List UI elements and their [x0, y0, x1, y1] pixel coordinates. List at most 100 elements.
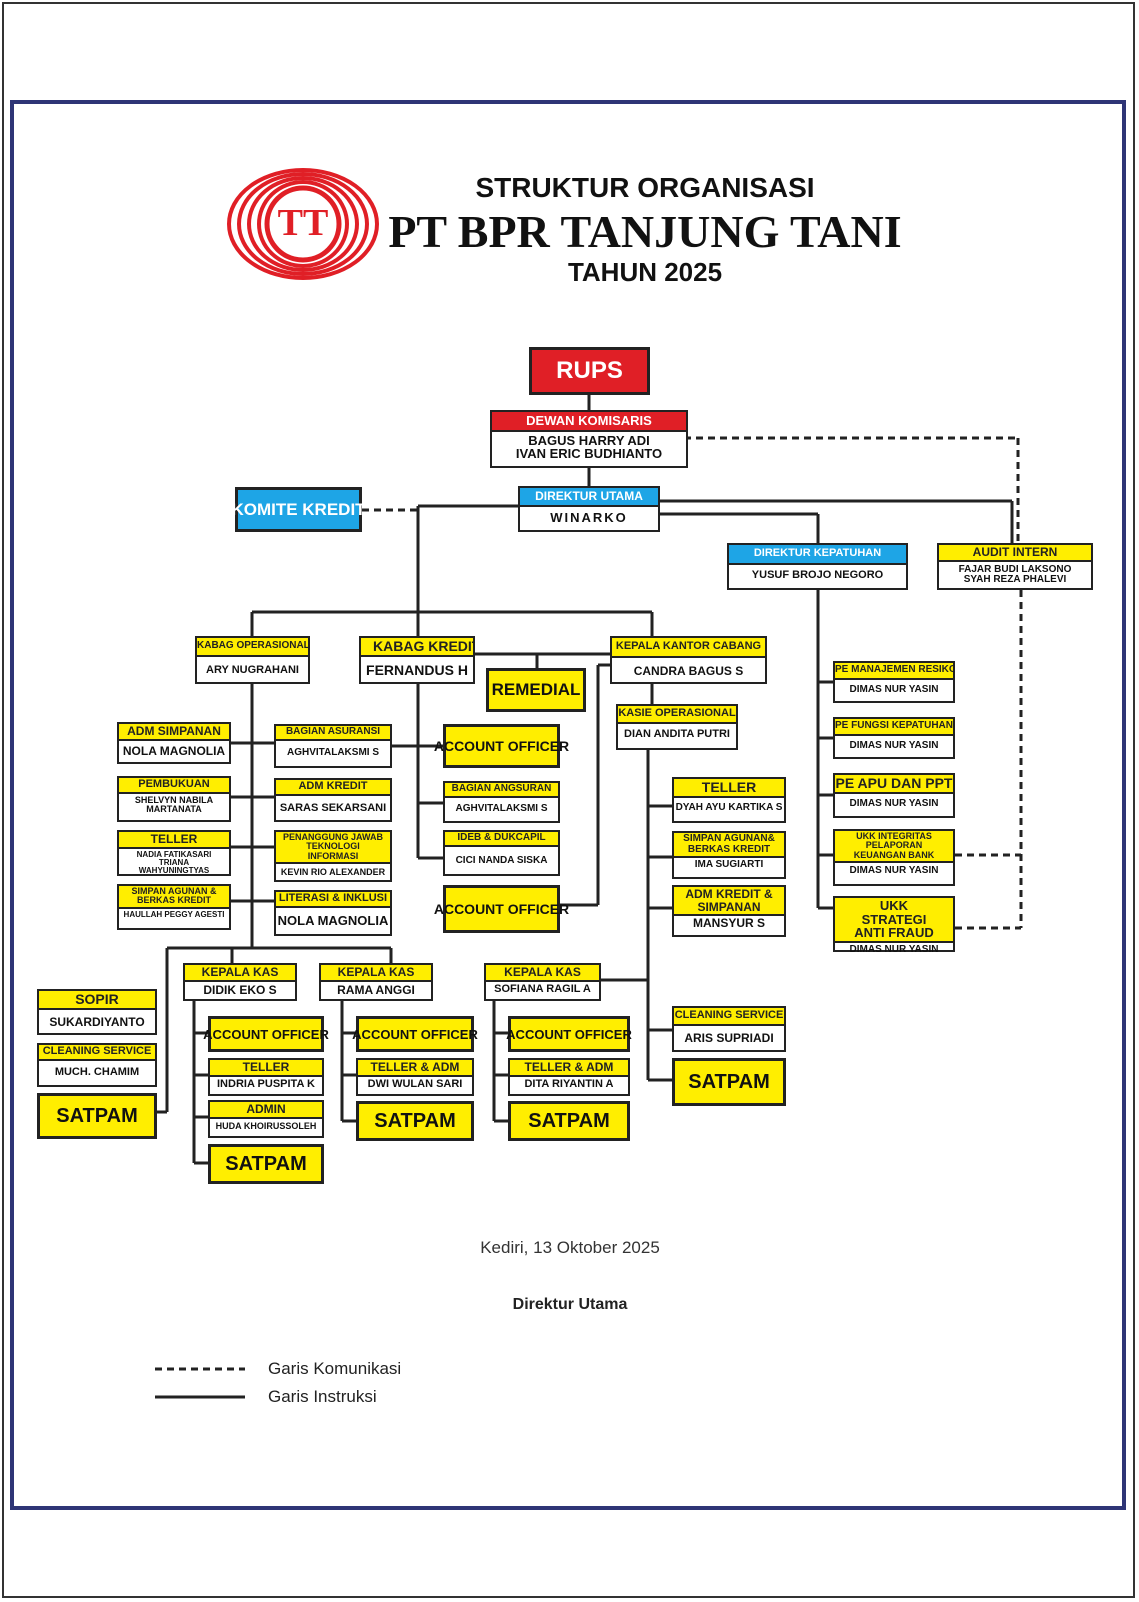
- komite-kredit-box: KOMITE KREDIT: [231, 487, 366, 532]
- literasi-inklusi-title: LITERASI & INKLUSI: [276, 892, 390, 908]
- satpam-left: SATPAM: [37, 1093, 157, 1139]
- kas-2-teller-name: DWI WULAN SARI: [367, 1078, 463, 1090]
- komisaris-name-2: IVAN ERIC BUDHIANTO: [515, 447, 663, 461]
- pembukuan-box: PEMBUKUAN SHELVYN NABILA MARTANATA: [117, 776, 231, 822]
- year-label: TAHUN 2025: [567, 257, 723, 287]
- adm-kredit-simpanan-box: ADM KREDIT & SIMPANAN MANSYUR S: [672, 885, 786, 937]
- sopir-title: SOPIR: [39, 991, 155, 1010]
- pj-teknologi-name: KEVIN RIO ALEXANDER: [280, 868, 386, 878]
- account-officer-kredit-2: ACCOUNT OFFICER: [434, 885, 569, 933]
- sopir-name: SUKARDIYANTO: [49, 1015, 145, 1029]
- simpan-agunan-ops-title: SIMPAN AGUNAN & BERKAS KREDIT: [119, 886, 229, 909]
- cleaning-cabang-name: ARIS SUPRIADI: [684, 1031, 774, 1045]
- kepala-kas-2-box: KEPALA KAS RAMA ANGGI: [319, 963, 433, 1001]
- simpan-agunan-cabang-box: SIMPAN AGUNAN& BERKAS KREDIT IMA SUGIART…: [672, 831, 786, 879]
- account-officer-kredit: ACCOUNT OFFICER: [434, 724, 569, 768]
- kabag-operasional-box: KABAG OPERASIONAL ARY NUGRAHANI: [195, 636, 310, 684]
- adm-kredit-ops-name: SARAS SEKARSANI: [279, 802, 387, 814]
- kas-2-teller-title: TELLER & ADM: [358, 1060, 472, 1077]
- kas-3-account-officer: ACCOUNT OFFICER: [506, 1016, 632, 1052]
- kas-3-teller-box: TELLER & ADM DITA RIYANTIN A: [508, 1058, 630, 1096]
- kas-1-teller-box: TELLER INDRIA PUSPITA K: [208, 1058, 324, 1096]
- kas-1-account-officer: ACCOUNT OFFICER: [203, 1016, 329, 1052]
- kabag-operasional-title: KABAG OPERASIONAL: [197, 638, 308, 657]
- kas-1-teller-title: TELLER: [210, 1060, 322, 1077]
- kepala-kas-3-box: KEPALA KAS SOFIANA RAGIL A: [484, 963, 601, 1001]
- bagian-asuransi-title: BAGIAN ASURANSI: [276, 726, 390, 741]
- komisaris-name-1: BAGUS HARRY ADI: [528, 433, 650, 448]
- bagian-asuransi-box: BAGIAN ASURANSI AGHVITALAKSMI S: [274, 724, 392, 768]
- pe-fungsi-kepatuhan-name: DIMAS NUR YASIN: [849, 740, 939, 751]
- ukk-anti-fraud-name: DIMAS NUR YASIN: [849, 944, 939, 955]
- kepala-kas-3-title: KEPALA KAS: [486, 965, 599, 982]
- bagian-angsuran-title: BAGIAN ANGSURAN: [445, 783, 558, 798]
- kabag-kredit-box: KABAG KREDIT FERNANDUS H: [359, 636, 475, 684]
- kas-3-teller-title: TELLER & ADM: [510, 1060, 628, 1077]
- pj-teknologi-box: PENANGGUNG JAWAB TEKNOLOGI INFORMASI KEV…: [274, 830, 392, 882]
- place-date: Kediri, 13 Oktober 2025: [480, 1238, 660, 1257]
- teller-ops-box: TELLER NADIA FATIKASARI TRIANA WAHYUNING…: [117, 830, 231, 876]
- legend-solid-label: Garis Instruksi: [268, 1387, 377, 1406]
- audit-intern-box: AUDIT INTERN FAJAR BUDI LAKSONO SYAH REZ…: [937, 543, 1093, 590]
- ukk-integritas-box: UKK INTEGRITAS PELAPORAN KEUANGAN BANK D…: [833, 829, 955, 886]
- adm-kredit-simpanan-title: ADM KREDIT & SIMPANAN: [674, 887, 784, 917]
- audit-intern-name-2: SYAH REZA PHALEVI: [963, 575, 1067, 586]
- bagian-asuransi-name: AGHVITALAKSMI S: [286, 747, 380, 758]
- simpan-agunan-cabang-name: IMA SUGIARTI: [694, 860, 764, 870]
- kas-3-teller-name: DITA RIYANTIN A: [524, 1078, 614, 1090]
- adm-kredit-ops-title: ADM KREDIT: [276, 780, 390, 796]
- satpam-cabang: SATPAM: [672, 1058, 786, 1106]
- adm-kredit-simpanan-name: MANSYUR S: [692, 917, 765, 930]
- simpan-agunan-ops-name: HAULLAH PEGGY AGESTI: [123, 910, 225, 919]
- kasie-operasional-box: KASIE OPERASIONAL DIAN ANDITA PUTRI: [616, 704, 738, 750]
- remedial-box: REMEDIAL: [486, 668, 586, 712]
- dewan-komisaris-title: DEWAN KOMISARIS: [492, 412, 686, 432]
- ideb-dukcapil-title: IDEB & DUKCAPIL: [445, 832, 558, 847]
- kepala-kas-3-name: SOFIANA RAGIL A: [494, 983, 591, 995]
- pembukuan-name: SHELVYN NABILA MARTANATA: [134, 795, 214, 814]
- kabag-kredit-name: FERNANDUS H: [366, 662, 468, 678]
- teller-cabang-name: DYAH AYU KARTIKA S: [675, 802, 783, 813]
- direktur-kepatuhan-name: YUSUF BROJO NEGORO: [751, 569, 884, 581]
- pe-fungsi-kepatuhan-box: PE FUNGSI KEPATUHAN DIMAS NUR YASIN: [833, 717, 955, 759]
- kas-1-admin-name: HUDA KHOIRUSSOLEH: [215, 1121, 317, 1131]
- company-title: PT BPR TANJUNG TANI: [388, 206, 902, 257]
- kabag-kredit-title: KABAG KREDIT: [361, 638, 473, 657]
- adm-kredit-ops-box: ADM KREDIT SARAS SEKARSANI: [274, 778, 392, 822]
- kas-2-teller-box: TELLER & ADM DWI WULAN SARI: [356, 1058, 474, 1096]
- pe-manajemen-resiko-name: DIMAS NUR YASIN: [849, 684, 939, 695]
- teller-ops-name: NADIA FATIKASARI TRIANA WAHYUNINGTYAS: [136, 850, 212, 876]
- adm-simpanan-box: ADM SIMPANAN NOLA MAGNOLIA: [117, 722, 231, 764]
- ideb-dukcapil-name: CICI NANDA SISKA: [455, 855, 548, 866]
- ukk-integritas-name: DIMAS NUR YASIN: [849, 866, 939, 877]
- literasi-inklusi-box: LITERASI & INKLUSI NOLA MAGNOLIA: [274, 890, 392, 936]
- pe-apu-ppt-name: DIMAS NUR YASIN: [849, 798, 939, 809]
- company-logo: TT: [227, 168, 379, 280]
- teller-cabang-title: TELLER: [674, 779, 784, 798]
- simpan-agunan-ops-box: SIMPAN AGUNAN & BERKAS KREDIT HAULLAH PE…: [117, 884, 231, 930]
- kepala-kas-1-box: KEPALA KAS DIDIK EKO S: [183, 963, 297, 1001]
- kas-2-satpam: SATPAM: [356, 1101, 474, 1141]
- kas-1-teller-name: INDRIA PUSPITA K: [217, 1078, 315, 1090]
- cleaning-left-name: MUCH. CHAMIM: [54, 1066, 140, 1078]
- bagian-angsuran-box: BAGIAN ANGSURAN AGHVITALAKSMI S: [443, 781, 560, 823]
- kepala-kas-2-name: RAMA ANGGI: [337, 983, 415, 997]
- pe-manajemen-resiko-title: PE MANAJEMEN RESIKO: [835, 663, 953, 680]
- kas-3-satpam: SATPAM: [508, 1101, 630, 1141]
- teller-cabang-box: TELLER DYAH AYU KARTIKA S: [672, 777, 786, 823]
- cleaning-left-box: CLEANING SERVICE MUCH. CHAMIM: [37, 1043, 157, 1087]
- kabag-operasional-name: ARY NUGRAHANI: [206, 664, 299, 676]
- rups-box: RUPS: [529, 347, 650, 395]
- pe-apu-ppt-title: PE APU DAN PPT: [835, 775, 953, 794]
- signature-title: Direktur Utama: [512, 1296, 628, 1313]
- pe-apu-ppt-box: PE APU DAN PPT DIMAS NUR YASIN: [833, 773, 955, 818]
- adm-simpanan-title: ADM SIMPANAN: [119, 724, 229, 741]
- bagian-angsuran-name: AGHVITALAKSMI S: [455, 803, 548, 814]
- kasie-operasional-title: KASIE OPERASIONAL: [618, 706, 736, 724]
- literasi-inklusi-name: NOLA MAGNOLIA: [277, 913, 389, 928]
- audit-intern-title: AUDIT INTERN: [939, 545, 1091, 562]
- direktur-kepatuhan-box: DIREKTUR KEPATUHAN YUSUF BROJO NEGORO: [727, 543, 908, 590]
- chart-frame: [10, 100, 1126, 1510]
- ukk-anti-fraud-box: UKK STRATEGI ANTI FRAUD DIMAS NUR YASIN: [833, 896, 955, 954]
